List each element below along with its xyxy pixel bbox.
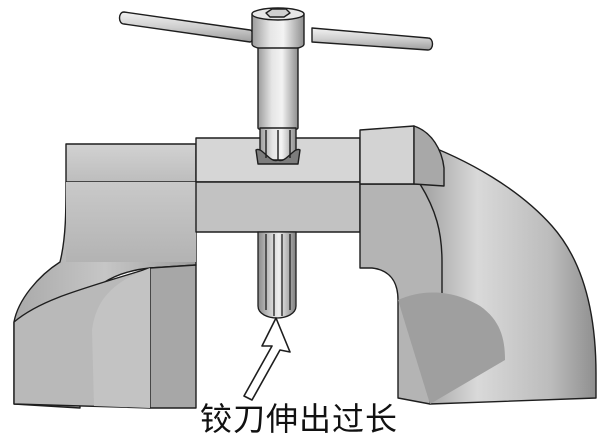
left-support — [13, 143, 197, 409]
pointer-arrow — [243, 317, 291, 401]
right-support — [359, 125, 597, 405]
diagram-caption: 铰刀伸出过长 — [199, 400, 398, 438]
reamer — [257, 231, 297, 319]
tap-wrench — [118, 7, 434, 165]
